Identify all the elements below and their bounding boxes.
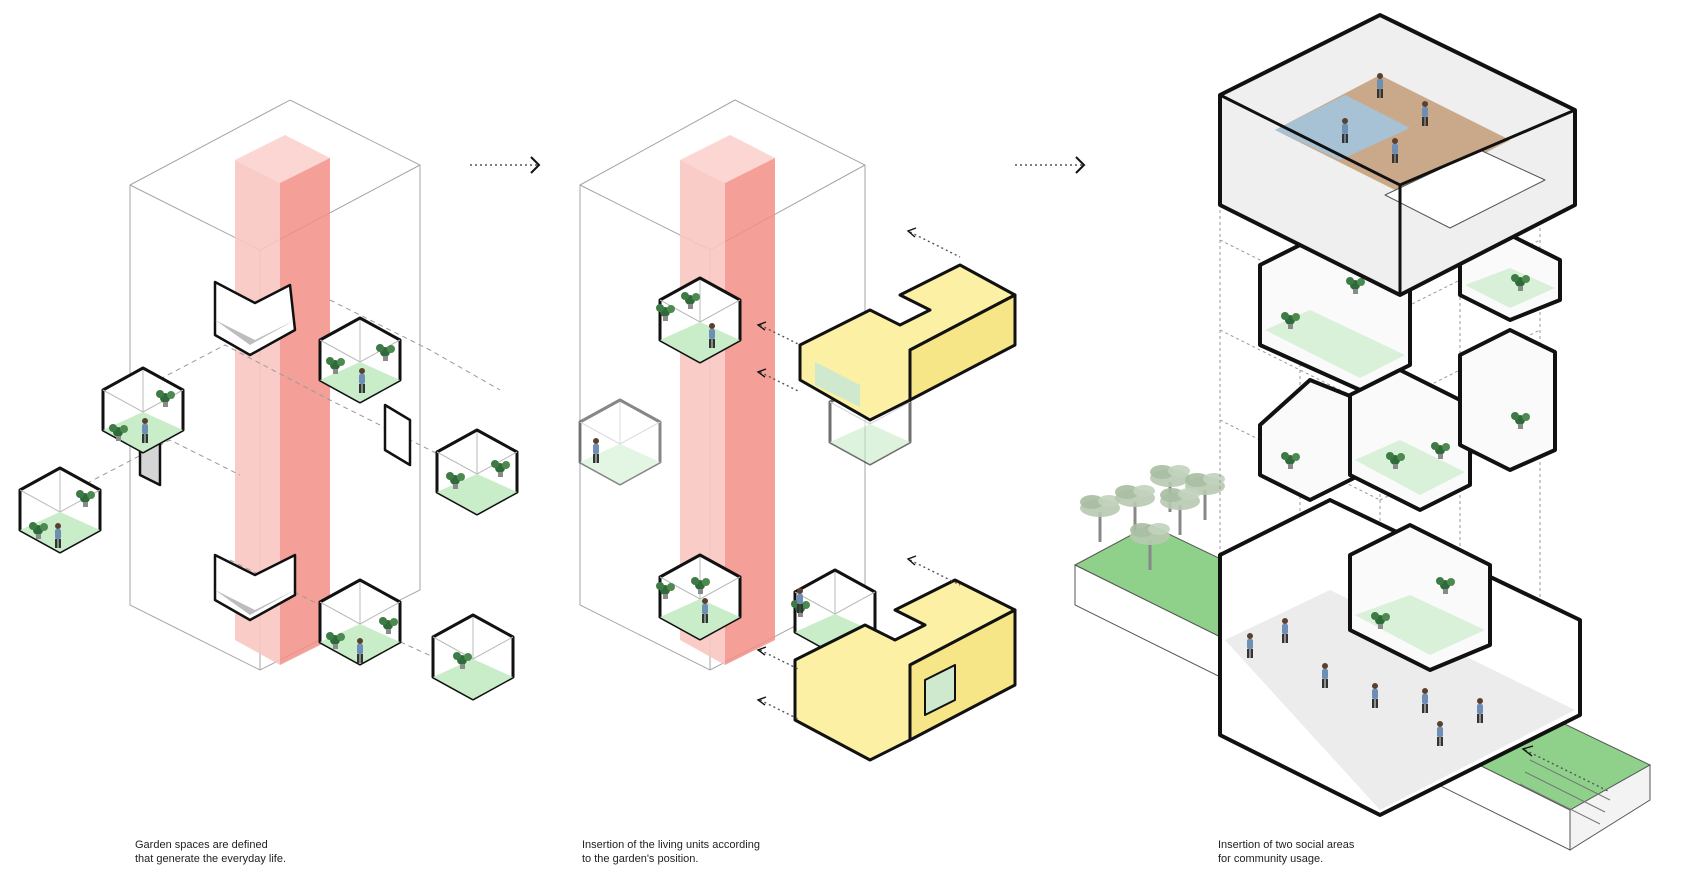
caption-living-units: Insertion of the living units according …: [582, 838, 760, 866]
insert-arrow-icon: [756, 227, 961, 721]
living-units: [793, 263, 1017, 762]
panel-gardens: [18, 99, 519, 701]
caption-social-areas: Insertion of two social areas for commun…: [1218, 838, 1354, 866]
caption-line: Insertion of two social areas: [1218, 839, 1355, 851]
caption-line: Garden spaces are defined: [135, 839, 268, 851]
caption-line: that generate the everyday life.: [135, 853, 287, 865]
caption-line: for community usage.: [1218, 853, 1324, 865]
caption-line: to the garden's position.: [582, 853, 699, 865]
insert-arrow-icon: [1521, 745, 1611, 793]
panel-living-units: [578, 99, 1017, 762]
garden-floors: [1265, 268, 1555, 655]
step-arrow-icon: [470, 156, 541, 174]
cutout-walls: [138, 280, 412, 622]
caption-gardens: Garden spaces are defined that generate …: [135, 838, 286, 866]
caption-line: Insertion of the living units according: [582, 839, 760, 851]
step-arrow-icon: [1015, 156, 1086, 174]
vertical-core: [235, 135, 330, 665]
panel-social-areas: [1073, 13, 1652, 851]
